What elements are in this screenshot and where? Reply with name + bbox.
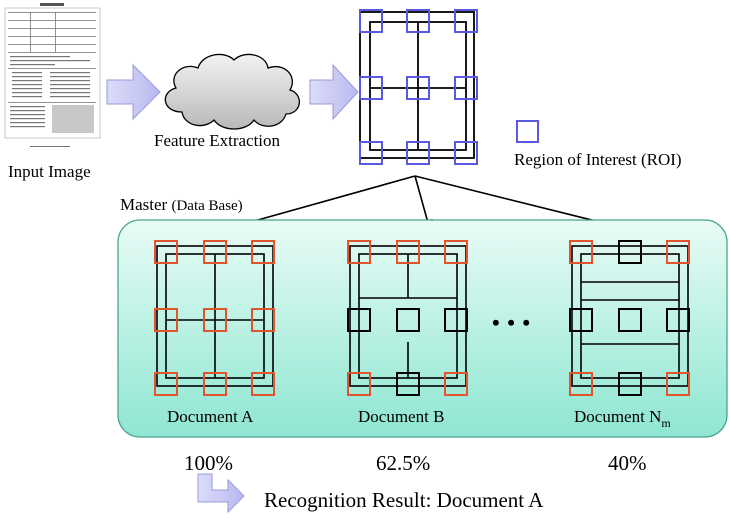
feature-extraction-label: Feature Extraction bbox=[154, 131, 281, 150]
document-nm-label: Document Nm bbox=[574, 407, 671, 430]
document-a-score: 100% bbox=[184, 451, 233, 475]
document-nm-score: 40% bbox=[608, 451, 647, 475]
document-b-label: Document B bbox=[358, 407, 445, 426]
feature-extraction-cloud-icon bbox=[164, 53, 300, 130]
ellipsis: • • • bbox=[492, 310, 532, 335]
extracted-roi-boxes bbox=[359, 9, 478, 165]
master-database-panel bbox=[117, 219, 728, 438]
master-title: Master (Data Base) bbox=[120, 195, 243, 215]
recognition-result-label: Recognition Result: Document A bbox=[264, 488, 544, 512]
extracted-feature-layout bbox=[359, 11, 475, 159]
document-nm-roi-boxes bbox=[569, 240, 690, 396]
master-label: Master bbox=[120, 195, 168, 214]
flow-arrow-1 bbox=[106, 63, 161, 121]
document-b-score: 62.5% bbox=[376, 451, 431, 475]
document-a-roi-boxes bbox=[154, 240, 275, 396]
master-paren: (Data Base) bbox=[171, 198, 243, 214]
document-nm-subscript: m bbox=[661, 416, 671, 430]
result-arrow-icon bbox=[197, 473, 245, 514]
document-b-roi-boxes bbox=[347, 240, 468, 396]
document-nm-name: Document N bbox=[574, 407, 662, 426]
roi-legend-icon bbox=[516, 120, 539, 143]
document-a-label: Document A bbox=[167, 407, 254, 426]
roi-legend-label: Region of Interest (ROI) bbox=[514, 150, 682, 169]
flow-arrow-2 bbox=[309, 63, 359, 121]
input-image-thumbnail bbox=[4, 3, 101, 147]
input-image-label: Input Image bbox=[8, 162, 91, 181]
